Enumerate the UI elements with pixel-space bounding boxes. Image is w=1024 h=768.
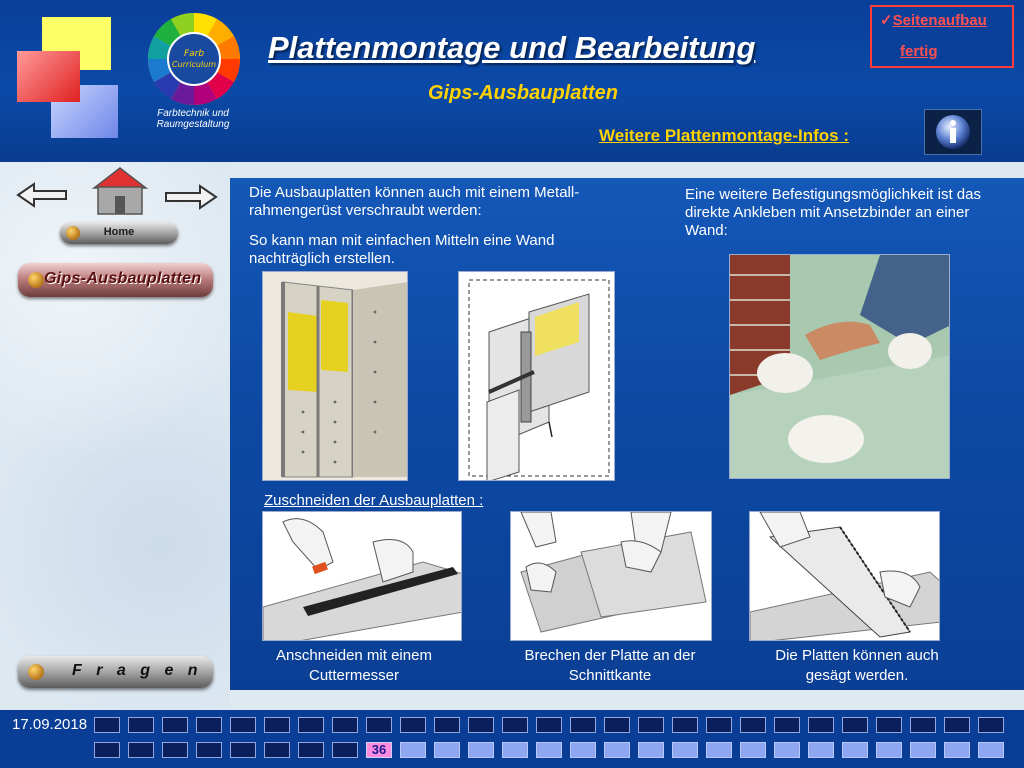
logo-red-square bbox=[17, 51, 80, 102]
page-link[interactable] bbox=[128, 742, 154, 758]
section-button-gips[interactable] bbox=[18, 263, 213, 297]
page-link[interactable] bbox=[536, 742, 562, 758]
image-cutting-knife bbox=[262, 511, 462, 641]
page-link[interactable] bbox=[842, 717, 868, 733]
page-link[interactable] bbox=[400, 717, 426, 733]
back-arrow-icon[interactable] bbox=[16, 182, 68, 208]
image-frame-detail-drawing bbox=[458, 271, 615, 481]
page-link[interactable] bbox=[910, 717, 936, 733]
page-link[interactable] bbox=[808, 717, 834, 733]
page-link[interactable] bbox=[162, 717, 188, 733]
page-link[interactable] bbox=[230, 742, 256, 758]
page-link[interactable] bbox=[978, 742, 1004, 758]
status-page-layout: Seitenaufbau bbox=[892, 12, 987, 29]
page-link[interactable] bbox=[502, 717, 528, 733]
page-link[interactable] bbox=[468, 717, 494, 733]
page-link[interactable] bbox=[332, 742, 358, 758]
page-title: Plattenmontage und Bearbeitung bbox=[268, 30, 756, 65]
color-wheel-logo: Farb Curriculum bbox=[147, 12, 241, 106]
page-link[interactable] bbox=[604, 742, 630, 758]
page-link[interactable] bbox=[910, 742, 936, 758]
questions-bullet-icon bbox=[28, 664, 44, 680]
questions-button[interactable] bbox=[18, 656, 213, 688]
caption-cutting: Anschneiden mit einem Cuttermesser bbox=[276, 647, 432, 684]
page-link[interactable] bbox=[196, 742, 222, 758]
page-link[interactable] bbox=[536, 717, 562, 733]
check-icon: ✓ bbox=[880, 12, 893, 29]
page-link[interactable] bbox=[298, 742, 324, 758]
cutting-heading: Zuschneiden der Ausbauplatten : bbox=[264, 492, 484, 509]
page-link[interactable] bbox=[740, 742, 766, 758]
page-link[interactable] bbox=[230, 717, 256, 733]
logo-caption-line2: Raumgestaltung bbox=[156, 119, 230, 130]
text-gluing: Eine weitere Befestigungsmöglichkeit ist… bbox=[685, 186, 981, 239]
home-house-icon[interactable] bbox=[92, 166, 148, 216]
status-line-2: fertig bbox=[900, 43, 938, 60]
page-link[interactable] bbox=[842, 742, 868, 758]
more-infos-link[interactable]: Weitere Plattenmontage-Infos : bbox=[599, 126, 849, 145]
page-subtitle: Gips-Ausbauplatten bbox=[428, 82, 619, 104]
status-line-1: ✓Seitenaufbau bbox=[880, 11, 987, 29]
page-link[interactable] bbox=[400, 742, 426, 758]
status-box bbox=[870, 5, 1014, 68]
page-link[interactable] bbox=[774, 742, 800, 758]
page-link[interactable] bbox=[366, 717, 392, 733]
page-link[interactable] bbox=[468, 742, 494, 758]
caption-sawing: Die Platten können auch gesägt werden. bbox=[775, 647, 939, 684]
image-breaking-board bbox=[510, 511, 712, 641]
forward-arrow-icon[interactable] bbox=[164, 184, 218, 210]
text-metal-frame: Die Ausbauplatten können auch mit einem … bbox=[249, 184, 580, 219]
caption-breaking: Brechen der Platte an der Schnittkante bbox=[524, 647, 696, 684]
home-button-bullet-icon bbox=[66, 226, 80, 240]
page-link[interactable] bbox=[978, 717, 1004, 733]
logo-text-line1: Farb bbox=[184, 49, 204, 59]
page-link[interactable] bbox=[808, 742, 834, 758]
page-link[interactable] bbox=[944, 742, 970, 758]
current-page-link[interactable]: 36 bbox=[366, 742, 392, 758]
logo-text-line2: Curriculum bbox=[172, 60, 216, 69]
page-link[interactable] bbox=[672, 717, 698, 733]
section-bullet-icon bbox=[28, 272, 44, 288]
page-link[interactable] bbox=[502, 742, 528, 758]
info-icon bbox=[936, 115, 970, 149]
footer-date: 17.09.2018 bbox=[12, 716, 88, 733]
home-button[interactable] bbox=[60, 222, 178, 244]
page-link[interactable] bbox=[876, 717, 902, 733]
page-link[interactable] bbox=[638, 717, 664, 733]
logo-caption-line1: Farbtechnik und bbox=[157, 108, 229, 119]
info-button[interactable] bbox=[924, 109, 982, 155]
image-metal-frame-wall bbox=[262, 271, 408, 481]
left-nav-panel bbox=[0, 162, 230, 710]
page-link[interactable] bbox=[94, 717, 120, 733]
questions-button-label: F r a g e n bbox=[72, 662, 203, 679]
page-link[interactable] bbox=[740, 717, 766, 733]
page-link[interactable] bbox=[638, 742, 664, 758]
logo bbox=[0, 0, 250, 140]
page-link[interactable] bbox=[434, 742, 460, 758]
page-link[interactable] bbox=[604, 717, 630, 733]
image-gluing-board bbox=[729, 254, 950, 479]
section-button-label: Gips-Ausbauplatten bbox=[44, 270, 202, 287]
page-link[interactable] bbox=[876, 742, 902, 758]
page-link[interactable] bbox=[774, 717, 800, 733]
page-link[interactable] bbox=[944, 717, 970, 733]
home-button-label: Home bbox=[103, 226, 135, 238]
logo-caption: Farbtechnik und Raumgestaltung bbox=[143, 108, 243, 130]
page-link[interactable] bbox=[162, 742, 188, 758]
page-link[interactable] bbox=[706, 717, 732, 733]
page-link[interactable] bbox=[434, 717, 460, 733]
page-link[interactable] bbox=[332, 717, 358, 733]
page-link[interactable] bbox=[570, 717, 596, 733]
page-link[interactable] bbox=[706, 742, 732, 758]
image-sawing-board bbox=[749, 511, 940, 641]
page-link[interactable] bbox=[672, 742, 698, 758]
page-link[interactable] bbox=[94, 742, 120, 758]
page-link[interactable] bbox=[196, 717, 222, 733]
page-link[interactable] bbox=[570, 742, 596, 758]
page-link[interactable] bbox=[128, 717, 154, 733]
page-link[interactable] bbox=[298, 717, 324, 733]
page-link[interactable] bbox=[264, 717, 290, 733]
text-new-wall: So kann man mit einfachen Mitteln eine W… bbox=[249, 232, 555, 267]
page-link[interactable] bbox=[264, 742, 290, 758]
